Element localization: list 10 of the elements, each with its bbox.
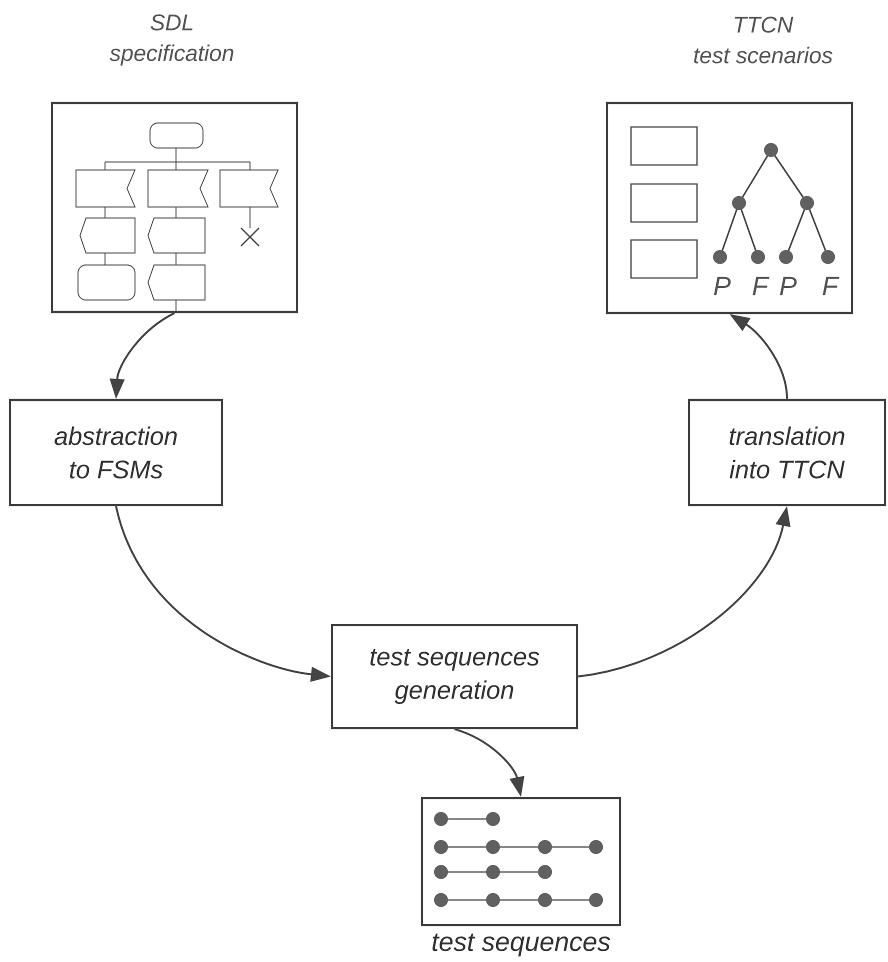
leaf-label: P [780, 276, 797, 296]
leaf-label: P [714, 276, 731, 296]
box-label: SDL specification [110, 14, 234, 66]
box-label: TTCN test scenarios [694, 16, 832, 64]
process-box: translation into TTCN [688, 398, 886, 506]
leaf-label: F [752, 276, 770, 296]
box-label: test sequences [432, 934, 610, 956]
leaf-label: F [822, 276, 840, 296]
process-box: abstraction to FSMs [8, 398, 224, 506]
process-box: test sequences generation [330, 624, 578, 730]
